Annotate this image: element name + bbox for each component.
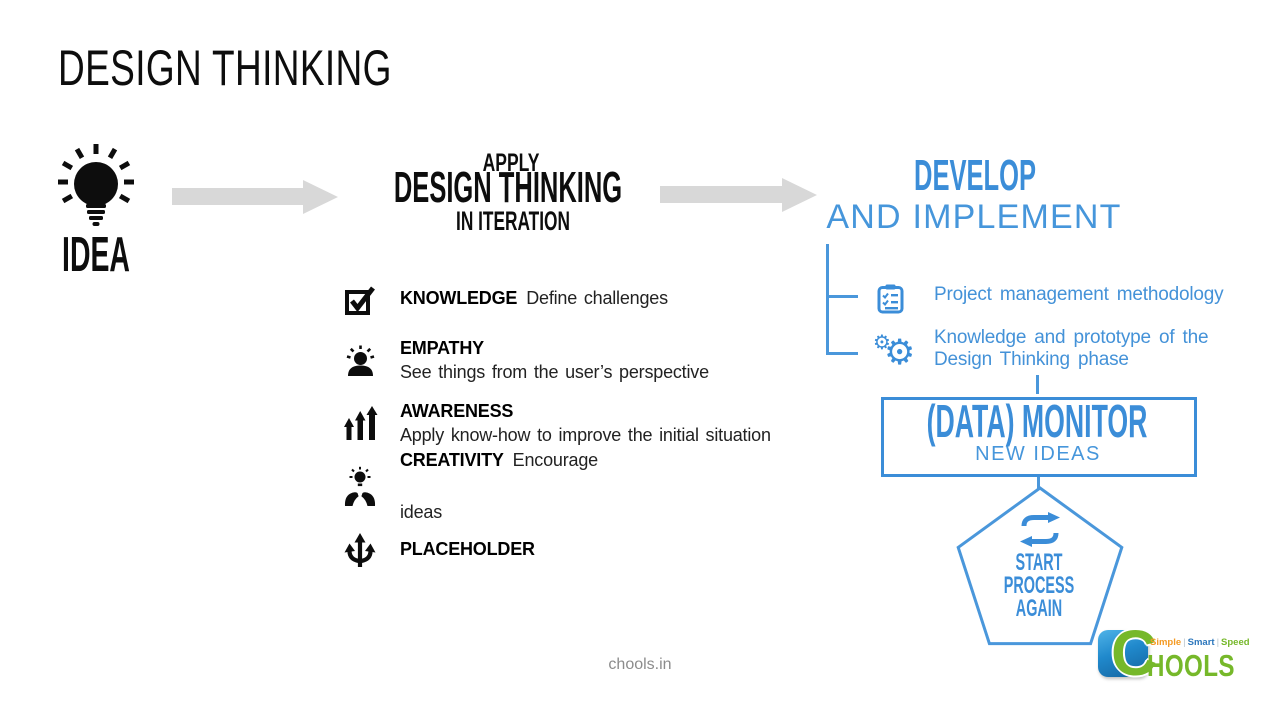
logo-letter: C [1111,617,1158,689]
tagline-separator: | [1183,637,1186,648]
logo-name-text: HOOLS [1147,648,1235,683]
checkbox-icon [345,286,375,315]
item-desc-empathy: See things from the user’s perspective [400,362,709,382]
list-item: EMPATHY [400,336,484,360]
item-desc-creativity: Encourage [512,450,598,470]
apply-main-label: DESIGN THINKING [393,163,623,212]
footer-url: chools.in [608,656,672,673]
idea-label: IDEA [62,228,130,282]
checklist-icon [877,284,904,314]
chools-logo: C Simple|Smart|Speed HOOLS [1096,617,1250,692]
lightbulb-icon [58,144,134,226]
connector-vertical-line [826,244,829,355]
tagline-speed: Speed [1221,637,1250,648]
page-title: DESIGN THINKING [58,40,392,96]
output-text-knowledge-prototype-line2: Design Thinking phase [934,349,1129,370]
tagline-separator: | [1216,637,1220,648]
item-title-awareness: AWARENESS [400,401,514,421]
logo-square [1098,630,1148,677]
item-desc2-creativity: ideas [400,502,443,522]
growth-arrows-icon [344,406,378,440]
item-title-placeholder: PLACEHOLDER [400,539,535,559]
restart-line2: PROCESS [1003,572,1075,599]
monitor-subtitle: NEW IDEAS [975,443,1101,465]
develop-bottom-label: AND IMPLEMENT [826,198,1122,236]
connector-dash-line [1036,375,1039,394]
list-item: AWARENESS [400,399,513,423]
apply-bottom-label: IN ITERATION [456,206,570,236]
output-text-knowledge-prototype-line1: Knowledge and prototype of the [934,327,1209,348]
refresh-icon [1020,512,1060,547]
output-text-project-management: Project management methodology [934,284,1224,305]
item-title-empathy: EMPATHY [400,338,484,358]
connector-stem-line [1037,477,1040,491]
restart-line3: AGAIN [1015,595,1063,622]
item-desc-knowledge: Define challenges [526,288,668,308]
item-title-creativity: CREATIVITY [400,450,504,470]
logo-tagline: Simple|Smart|Speed [1150,637,1250,648]
small-gear-glyph: ⚙ [873,330,891,354]
empathy-person-icon [346,345,375,376]
connector-branch-line [826,295,858,298]
direction-arrows-icon [344,533,376,567]
item-title-knowledge: KNOWLEDGE [400,288,518,308]
develop-top-label: DEVELOP [914,151,1036,200]
tagline-smart: Smart [1187,637,1215,648]
monitor-title: (DATA) MONITOR [926,395,1148,447]
list-item: CREATIVITY Encourage [400,448,598,472]
monitor-box [881,397,1197,477]
large-gear-glyph: ⚙ [884,333,916,373]
connector-branch-line [826,352,858,355]
list-item: PLACEHOLDER [400,537,535,561]
pentagon-shape [956,486,1124,646]
list-item: KNOWLEDGE Define challenges [400,286,668,310]
hands-lightbulb-icon [344,466,376,506]
restart-line1: START [1015,549,1063,576]
apply-top-label: APPLY [482,149,540,177]
tagline-simple: Simple [1150,637,1182,648]
item-desc-awareness: Apply know-how to improve the initial si… [400,425,771,445]
